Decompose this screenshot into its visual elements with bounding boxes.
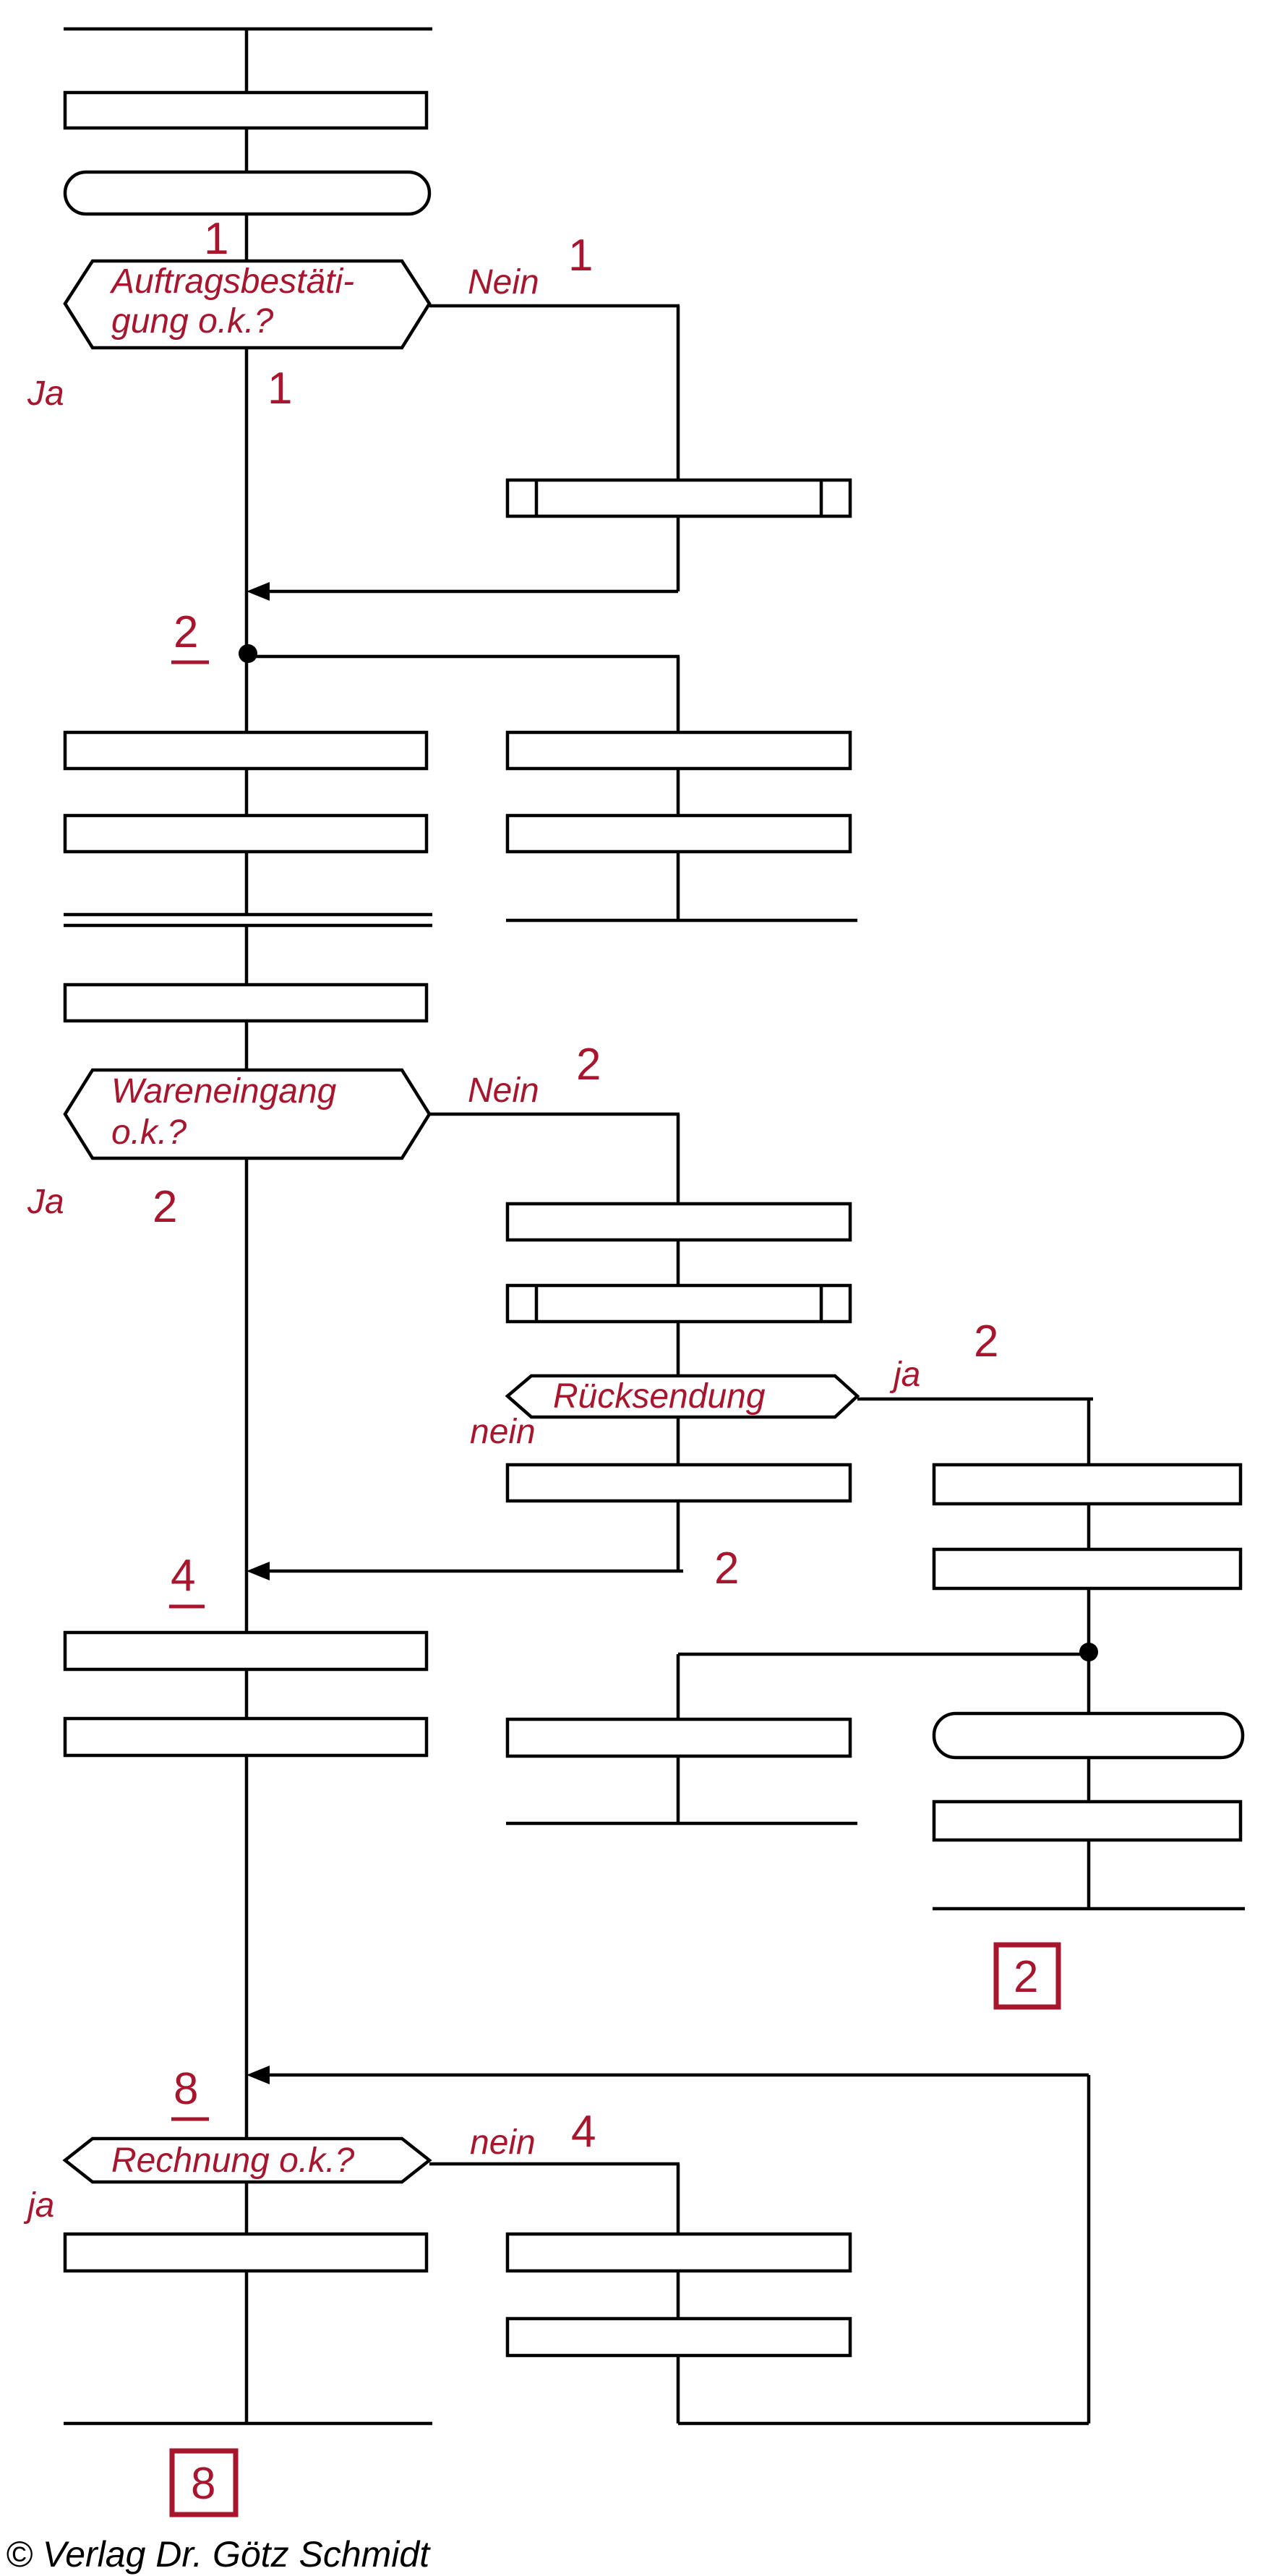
terminal-oval	[63, 170, 432, 216]
process-box	[505, 813, 852, 854]
no-label: Nein	[468, 263, 539, 301]
decision-wareneingang-text-2: o.k.?	[111, 1113, 187, 1152]
subprocess-box	[505, 478, 852, 518]
connector-box-number: 8	[191, 2459, 215, 2509]
process-box	[505, 2316, 852, 2358]
number-label: 1	[568, 231, 593, 281]
number-label: 2	[714, 1544, 739, 1593]
process-box	[63, 2232, 429, 2273]
arrow-head	[247, 582, 270, 601]
process-box	[505, 1202, 852, 1242]
decision-auftragsbestaetigung-text-1: Auftragsbestäti-	[109, 262, 354, 301]
junction-dot	[1079, 1643, 1098, 1661]
process-box	[505, 2232, 852, 2273]
no-label: nein	[470, 1413, 536, 1451]
yes-label: Ja	[27, 1183, 64, 1221]
no-label: Nein	[468, 1071, 539, 1110]
process-box	[63, 813, 429, 854]
no-label: nein	[470, 2123, 536, 2162]
yes-label: ja	[23, 2186, 54, 2225]
copyright-text: © Verlag Dr. Götz Schmidt	[6, 2534, 431, 2575]
process-box	[505, 1717, 852, 1758]
connector-box-number: 2	[1014, 1952, 1038, 2002]
process-box	[505, 1463, 852, 1503]
subprocess-box	[505, 1283, 852, 1324]
junction-dot	[239, 644, 257, 663]
process-box	[932, 1800, 1243, 1842]
number-label: 2	[974, 1317, 998, 1366]
connector-box	[993, 1942, 1061, 2010]
process-box	[932, 1463, 1243, 1506]
process-box	[63, 1716, 429, 1758]
decision-wareneingang-text-1: Wareneingang	[111, 1072, 337, 1111]
process-box	[63, 90, 429, 130]
process-box	[63, 1630, 429, 1672]
decision-rechnung	[62, 2136, 432, 2184]
process-box	[63, 983, 429, 1023]
junction-number: 8	[174, 2064, 198, 2114]
terminal-oval	[932, 1711, 1245, 1760]
junction-number: 4	[171, 1551, 195, 1601]
decision-auftragsbestaetigung	[63, 259, 432, 350]
number-label: 1	[204, 214, 228, 264]
number-label: 2	[576, 1040, 601, 1090]
number-label: 1	[267, 364, 292, 414]
decision-ruecksendung	[505, 1374, 860, 1419]
arrow-head	[247, 2066, 270, 2084]
decision-rechnung-text: Rechnung o.k.?	[111, 2141, 355, 2180]
number-label: 4	[571, 2107, 596, 2157]
connector-box	[169, 2448, 239, 2517]
decision-auftragsbestaetigung-text-2: gung o.k.?	[111, 302, 273, 341]
process-box	[505, 730, 852, 771]
junction-number: 2	[174, 607, 198, 657]
process-box	[932, 1547, 1243, 1591]
decision-ruecksendung-text: Rücksendung	[553, 1377, 766, 1416]
yes-label: ja	[889, 1356, 920, 1394]
process-box	[63, 730, 429, 771]
arrow-head	[247, 1562, 270, 1580]
yes-label: Ja	[27, 375, 64, 413]
number-label: 2	[153, 1182, 177, 1232]
